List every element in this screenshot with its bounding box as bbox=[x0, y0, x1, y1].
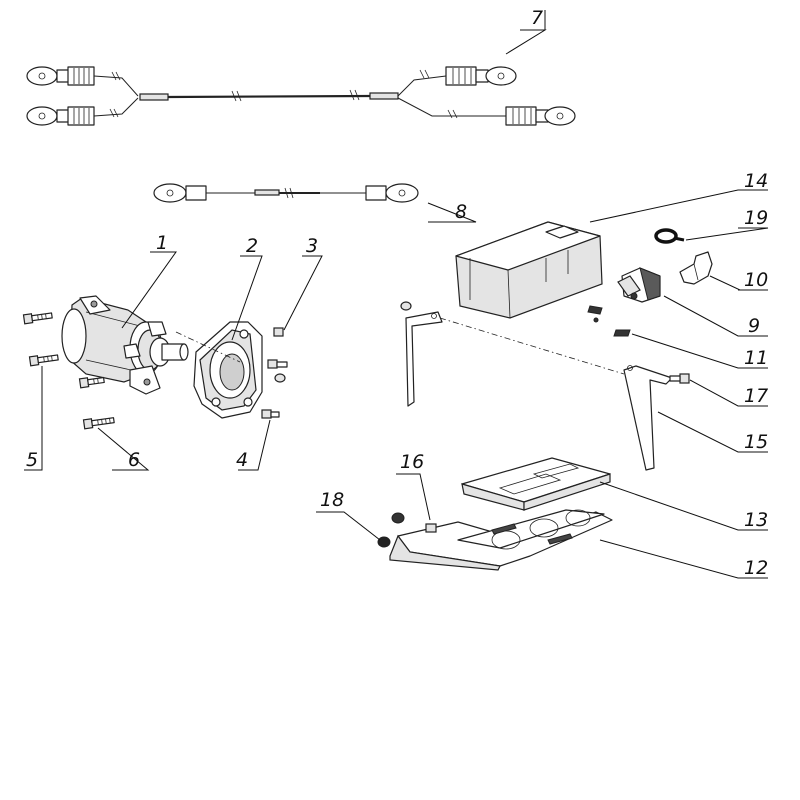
callout-17: 17 bbox=[744, 385, 768, 407]
callout-8: 8 bbox=[455, 201, 467, 223]
bolt-set-right bbox=[261, 327, 288, 419]
starter-motor bbox=[61, 295, 189, 395]
callout-6: 6 bbox=[128, 449, 140, 471]
mounting-base-plate bbox=[389, 509, 613, 571]
battery-hold-down-right bbox=[623, 365, 673, 471]
alignment-line bbox=[439, 317, 625, 375]
callout-7: 7 bbox=[531, 7, 543, 29]
alignment-line bbox=[175, 331, 241, 363]
battery-tray bbox=[461, 457, 611, 511]
callout-18: 18 bbox=[320, 489, 344, 511]
callout-3: 3 bbox=[306, 235, 318, 257]
starter-relay bbox=[617, 267, 661, 303]
callout-1: 1 bbox=[156, 232, 168, 254]
callout-11: 11 bbox=[744, 347, 768, 369]
callout-2: 2 bbox=[246, 235, 258, 257]
callout-labels: 7 8 1 2 3 4 5 6 14 19 10 9 11 17 15 16 1… bbox=[26, 7, 768, 579]
mounting-flange bbox=[193, 321, 263, 419]
leader-lines bbox=[24, 10, 769, 579]
nut-set bbox=[377, 512, 437, 548]
starter-cable bbox=[153, 183, 419, 203]
relay-bracket bbox=[679, 251, 713, 285]
callout-10: 10 bbox=[744, 269, 768, 291]
fastener-screws bbox=[587, 305, 631, 337]
callout-12: 12 bbox=[744, 557, 768, 579]
callout-5: 5 bbox=[26, 449, 38, 471]
callout-19: 19 bbox=[744, 207, 768, 229]
callout-9: 9 bbox=[748, 315, 760, 337]
callout-15: 15 bbox=[744, 431, 768, 453]
hold-down-bolt bbox=[669, 373, 690, 384]
callout-13: 13 bbox=[744, 509, 768, 531]
battery-hold-down-left bbox=[400, 301, 443, 407]
battery-cable-assembly bbox=[26, 66, 576, 126]
callout-14: 14 bbox=[744, 170, 768, 192]
cable-tie bbox=[654, 228, 685, 244]
callout-16: 16 bbox=[400, 451, 424, 473]
callout-4: 4 bbox=[236, 449, 248, 471]
bolt-set-left bbox=[22, 312, 115, 430]
battery bbox=[455, 221, 603, 319]
